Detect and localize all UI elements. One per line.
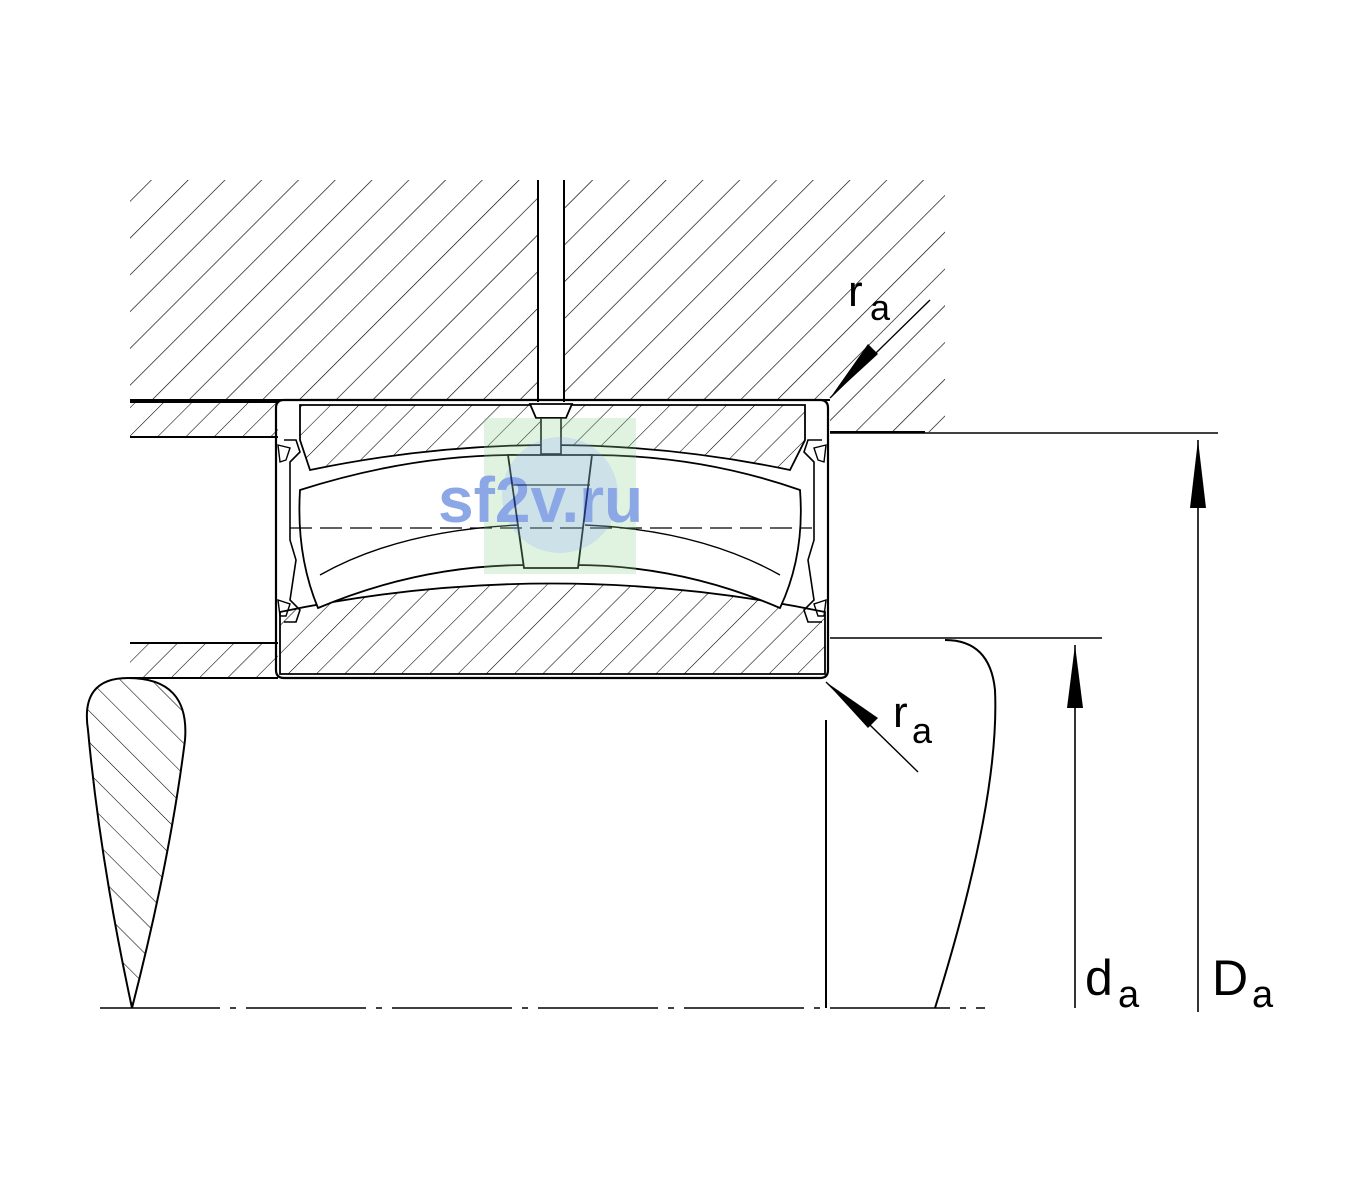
label-ra-top: r a <box>848 267 891 328</box>
svg-text:d: d <box>1085 950 1113 1006</box>
svg-text:r: r <box>848 267 863 316</box>
da-arrow-head <box>1067 645 1083 708</box>
shaft-section <box>85 676 187 1009</box>
ra-top-arrow-head <box>830 344 878 398</box>
shaft-outline <box>825 639 997 1009</box>
svg-text:r: r <box>893 688 908 737</box>
svg-text:a: a <box>1252 974 1274 1016</box>
label-ra-bottom: r a <box>893 688 933 751</box>
svg-text:a: a <box>912 710 933 751</box>
spherical-roller-bearing <box>274 398 830 680</box>
svg-text:a: a <box>870 287 891 328</box>
dimension-lines <box>825 299 1218 1012</box>
svg-text:D: D <box>1212 950 1248 1006</box>
label-Da: D a <box>1212 950 1274 1016</box>
inner-ring <box>279 582 826 675</box>
roller-right <box>573 454 802 610</box>
seal-left <box>277 439 301 623</box>
Da-arrow-head <box>1190 440 1206 508</box>
roller-left <box>298 454 530 610</box>
housing-spacer <box>130 401 278 438</box>
svg-text:a: a <box>1118 974 1140 1016</box>
shaft-spacer <box>130 642 278 679</box>
watermark: sf2v.ru <box>438 418 643 574</box>
ra-bottom-arrow-head <box>826 682 878 728</box>
guide-ring <box>506 454 594 569</box>
label-da: d a <box>1085 950 1140 1016</box>
housing <box>130 180 945 433</box>
watermark-text: sf2v.ru <box>438 464 643 536</box>
seal-right <box>803 439 827 623</box>
